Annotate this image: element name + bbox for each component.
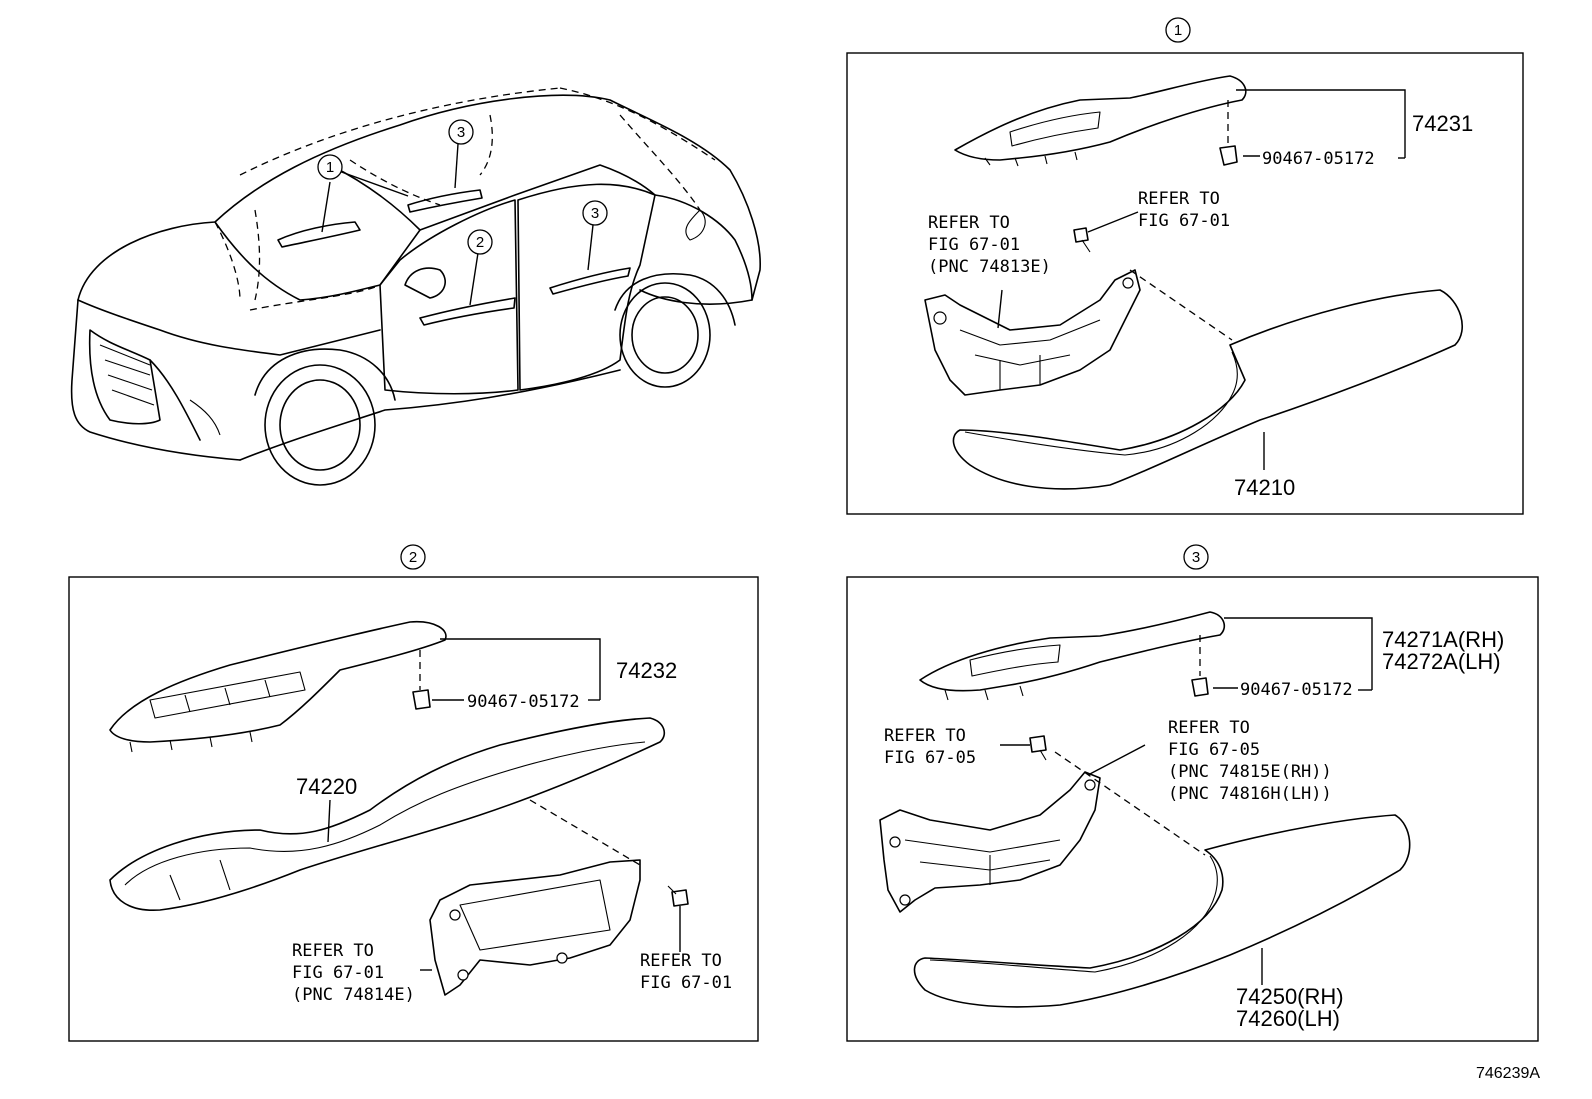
refer-bracket-line3: (PNC 74814E): [292, 985, 415, 1005]
refer-left-line2: FIG 67-01: [928, 235, 1020, 255]
refer-left-line3: (PNC 74813E): [928, 257, 1051, 277]
panel-1-callout: 1: [1174, 22, 1182, 39]
switch-bezel-part: [109, 620, 447, 743]
refer-bolt-line1: REFER TO: [1138, 189, 1220, 209]
clip-part: [1219, 145, 1238, 166]
refer-bracket-line2: FIG 67-05: [1168, 740, 1260, 760]
refer-bolt-line1: REFER TO: [640, 951, 722, 971]
bracket-part: [429, 859, 641, 996]
refer-bolt-line2: FIG 67-05: [884, 748, 976, 768]
figure-id: 746239A: [1476, 1065, 1540, 1082]
clip-part: [1191, 677, 1209, 697]
bracket-part: [924, 269, 1141, 396]
bracket-part: [879, 771, 1101, 913]
car-callout-3-front: 3: [457, 124, 465, 141]
panel-2-frame: [68, 576, 759, 1042]
refer-bolt-line2: FIG 67-01: [640, 973, 732, 993]
refer-left-line1: REFER TO: [928, 213, 1010, 233]
part-number-74231: 74231: [1412, 111, 1473, 136]
refer-bracket-line1: REFER TO: [292, 941, 374, 961]
vehicle-overview: 1 3 2 3: [70, 87, 761, 486]
refer-bolt-line1: REFER TO: [884, 726, 966, 746]
part-number-74220: 74220: [296, 774, 357, 799]
car-callout-2: 2: [476, 234, 484, 251]
bolt-part: [1073, 227, 1089, 243]
part-number-clip: 90467-05172: [467, 692, 580, 712]
part-number-74250: 74250(RH): [1236, 984, 1344, 1009]
part-number-74232: 74232: [616, 658, 677, 683]
switch-bezel-part: [954, 75, 1247, 161]
refer-bracket-line2: FIG 67-01: [292, 963, 384, 983]
part-number-74272A: 74272A(LH): [1382, 649, 1501, 674]
clip-part: [412, 689, 431, 710]
armrest-part: [109, 717, 666, 911]
car-callout-1: 1: [326, 159, 334, 176]
panel-3-frame: [846, 576, 1539, 1042]
armrest-part: [952, 289, 1464, 490]
refer-bracket-line1: REFER TO: [1168, 718, 1250, 738]
panel-2-callout: 2: [409, 549, 417, 566]
part-number-74271A: 74271A(RH): [1382, 627, 1504, 652]
part-number-74210: 74210: [1234, 475, 1295, 500]
armrest-part: [913, 814, 1411, 1008]
refer-bracket-line3: (PNC 74815E(RH)): [1168, 762, 1332, 782]
bolt-part: [1029, 735, 1047, 753]
panel-1-frame: [846, 52, 1524, 515]
part-number-clip: 90467-05172: [1240, 680, 1353, 700]
panel-2: 2 74232 90467-05172 74220 REFER TO FIG 6…: [68, 544, 759, 1042]
refer-bracket-line4: (PNC 74816H(LH)): [1168, 784, 1332, 804]
switch-bezel-part: [919, 611, 1226, 692]
part-number-clip: 90467-05172: [1262, 149, 1375, 169]
panel-3: 3 74271A(RH) 74272A(LH) 90467-05172 REFE…: [846, 544, 1539, 1042]
panel-3-callout: 3: [1192, 549, 1200, 566]
panel-1: 1 74231 90467-05172 REFER TO FIG 67-01 R…: [846, 17, 1524, 515]
part-number-74260: 74260(LH): [1236, 1006, 1340, 1031]
refer-bolt-line2: FIG 67-01: [1138, 211, 1230, 231]
car-callout-3-rear: 3: [591, 205, 599, 222]
